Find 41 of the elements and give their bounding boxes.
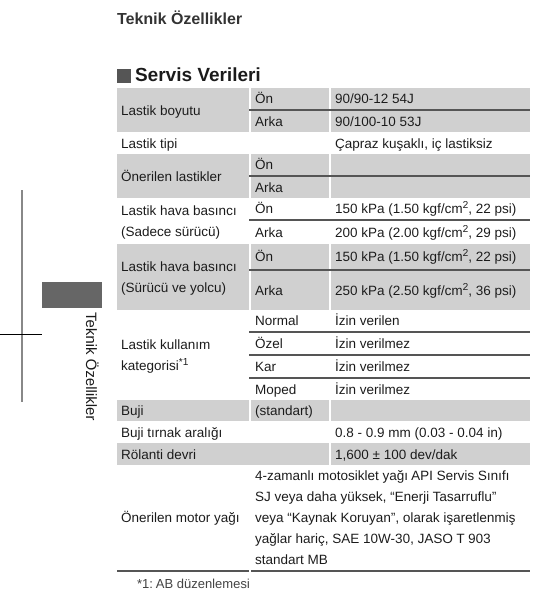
row-header: Lastik hava basıncı (Sürücü ve yolcu) bbox=[117, 244, 250, 310]
sub-header: Moped bbox=[250, 378, 330, 400]
row-header: Lastik tipi bbox=[117, 132, 330, 154]
spec-value: 1,600 ± 100 dev/dak bbox=[330, 443, 530, 465]
spec-value: 0.8 - 0.9 mm (0.03 - 0.04 in) bbox=[330, 421, 530, 443]
spec-value: 150 kPa (1.50 kgf/cm$^{2}$, 22 psi) bbox=[330, 198, 530, 220]
spec-value: İzin verilmez bbox=[330, 355, 530, 378]
footnote: *1: AB düzenlemesi bbox=[137, 575, 250, 593]
row-header: Lastik hava basıncı (Sadece sürücü) bbox=[117, 198, 250, 244]
sub-header: Özel bbox=[250, 332, 330, 355]
row-header: Buji tırnak aralığı bbox=[117, 421, 330, 443]
row-header: Lastik boyutu bbox=[117, 88, 250, 132]
sub-header: Normal bbox=[250, 310, 330, 332]
spec-value: 150 kPa (1.50 kgf/cm$^{2}$, 22 psi) bbox=[330, 244, 530, 270]
spec-value: 4-zamanlı motosiklet yağı API Servis Sınıfı SJ veya daha yüksek, “Enerji Tasarruflu” veya “Kaynak Koruyan”, olarak işaretlenmiş yağlar hariç, SAE 10W-30, JASO T 903 standart MB bbox=[250, 465, 530, 571]
section-heading: Servis Verileri bbox=[135, 64, 261, 88]
sub-header: Ön bbox=[250, 88, 330, 110]
sub-header: Arka bbox=[250, 270, 330, 310]
row-header: Rölanti devri bbox=[117, 443, 330, 465]
row-header: Önerilen lastikler bbox=[117, 154, 250, 198]
spec-value: İzin verilmez bbox=[330, 332, 530, 355]
row-header: Önerilen motor yağı bbox=[117, 465, 250, 571]
row-header: Buji bbox=[117, 400, 250, 421]
sub-header: Ön bbox=[250, 244, 330, 270]
spec-value: İzin verilmez bbox=[330, 378, 530, 400]
page-header: Teknik Özellikler bbox=[117, 9, 242, 30]
spec-value: Çapraz kuşaklı, iç lastiksiz bbox=[330, 132, 530, 154]
spec-value: 250 kPa (2.50 kgf/cm$^{2}$, 36 psi) bbox=[330, 270, 530, 310]
sub-header: (standart) bbox=[250, 400, 330, 421]
spec-value: İzin verilen bbox=[330, 310, 530, 332]
sub-header: Kar bbox=[250, 355, 330, 378]
sub-header: Ön bbox=[250, 154, 330, 176]
spec-value: 200 kPa (2.00 kgf/cm$^{2}$, 29 psi) bbox=[330, 220, 530, 244]
sub-header: Arka bbox=[250, 220, 330, 244]
spec-value: 90/100-10 53J bbox=[330, 110, 530, 132]
sub-header: Ön bbox=[250, 198, 330, 220]
sub-header: Arka bbox=[250, 110, 330, 132]
row-header: Lastik kullanım kategorisi$^{*1}$ bbox=[117, 310, 250, 400]
side-tab-label: Teknik Özellikler bbox=[81, 312, 100, 420]
sub-header: Arka bbox=[250, 176, 330, 198]
spec-value: 90/90-12 54J bbox=[330, 88, 530, 110]
